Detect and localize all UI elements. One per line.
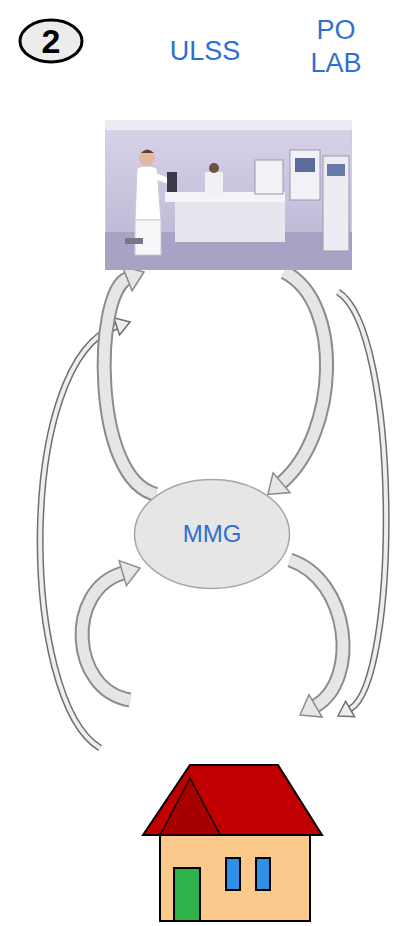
- house-icon: [143, 765, 322, 921]
- lab-photo: [105, 120, 352, 270]
- step-number: 2: [18, 18, 84, 64]
- flow-arrow: [338, 292, 386, 717]
- flow-arrow: [104, 267, 156, 495]
- flow-arrow: [40, 318, 130, 748]
- node-heading: PO LAB: [298, 14, 374, 80]
- node-heading: ULSS: [155, 35, 255, 68]
- flow-arrow: [82, 561, 140, 700]
- flow-arrow: [268, 272, 327, 494]
- step-number-text: 2: [18, 18, 84, 64]
- flow-arrow: [290, 560, 343, 717]
- ellipse-node: MMG: [133, 478, 291, 590]
- node-label: MMG: [183, 519, 242, 548]
- lab-node: ULSS PO LAB: [100, 10, 375, 272]
